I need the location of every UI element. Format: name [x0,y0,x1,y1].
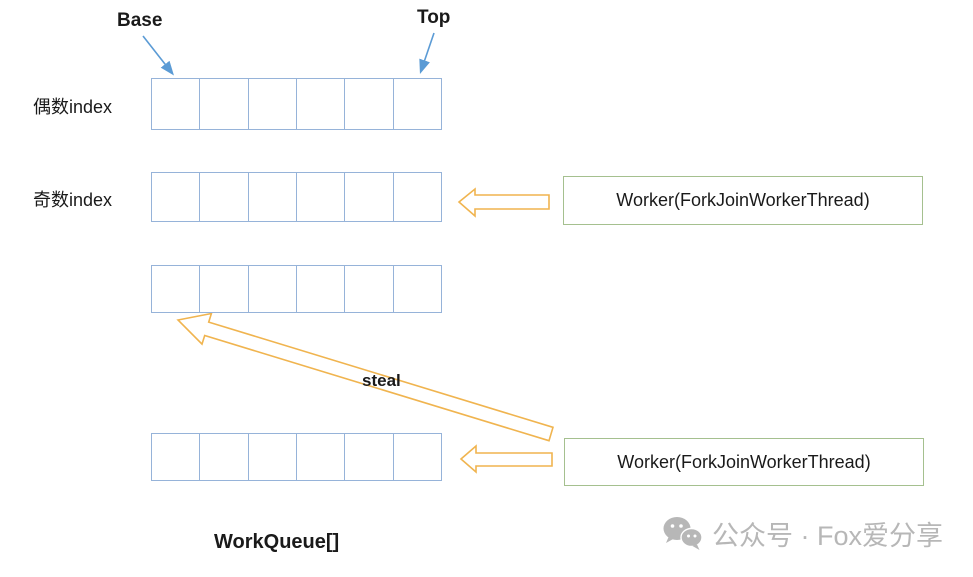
queue-cell [247,79,296,129]
queue-cell [344,173,392,221]
even-index-label: 偶数index [33,97,113,117]
queue-cell [199,173,247,221]
queue-cell [295,173,344,221]
queue-cell [392,79,441,129]
worker-box-top: Worker(ForkJoinWorkerThread) [563,176,923,225]
watermark: 公众号 · Fox爱分享 [663,514,943,553]
odd-index-label: 奇数index [33,190,113,210]
watermark-text: 公众号 · Fox爱分享 [712,521,944,551]
queue-row-3 [151,265,442,313]
queue-cell [199,266,247,312]
queue-cell [344,266,392,312]
worker-arrow-top [457,187,550,218]
workqueue-caption: WorkQueue[] [214,531,340,553]
queue-row-4 [151,433,442,481]
queue-cell [199,434,247,480]
queue-cell [344,79,392,129]
queue-cell [152,266,199,312]
queue-cell [392,434,441,480]
top-label: Top [417,7,451,28]
wechat-icon [663,517,703,550]
worker-arrow-bottom [459,444,553,474]
queue-cell [392,266,441,312]
queue-cell [295,434,344,480]
queue-cell [295,266,344,312]
queue-cell [152,434,199,480]
queue-cell [247,434,296,480]
steal-label: steal [362,371,401,390]
queue-row-odd [151,172,442,222]
base-label: Base [117,10,163,31]
queue-cell [247,266,296,312]
queue-row-even [151,78,442,130]
queue-cell [152,173,199,221]
queue-cell [199,79,247,129]
worker-box-bottom: Worker(ForkJoinWorkerThread) [564,438,924,486]
queue-cell [152,79,199,129]
queue-cell [247,173,296,221]
worker-box-top-label: Worker(ForkJoinWorkerThread) [616,190,870,210]
top-pointer-arrow [419,32,435,75]
queue-cell [344,434,392,480]
queue-cell [295,79,344,129]
queue-cell [392,173,441,221]
base-pointer-arrow [142,35,174,76]
worker-box-bottom-label: Worker(ForkJoinWorkerThread) [617,451,871,472]
